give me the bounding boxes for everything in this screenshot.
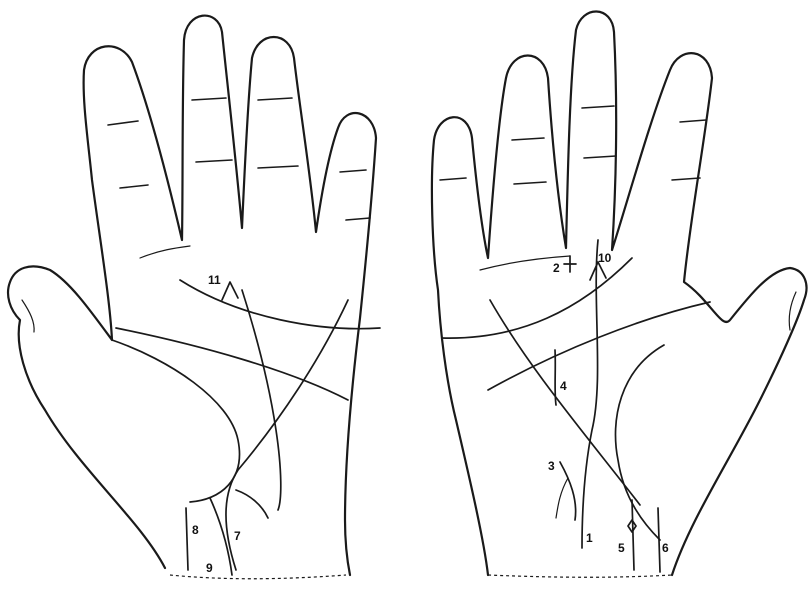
left-crease-ring-2 <box>258 166 298 168</box>
left-line-8 <box>186 508 188 570</box>
right-label-3: 3 <box>548 459 555 473</box>
right-crease-ring-1 <box>582 106 614 108</box>
left-crease-middle-2 <box>196 160 232 162</box>
right-life-line <box>615 345 664 540</box>
right-fate-line <box>582 240 598 548</box>
right-crease-index-1 <box>440 178 466 180</box>
right-label-5: 5 <box>618 541 625 555</box>
right-crease-middle-2 <box>514 182 546 184</box>
right-crease-little-2 <box>672 178 700 180</box>
right-head-line <box>488 302 710 390</box>
left-thumb-nail <box>22 300 34 332</box>
right-label-1: 1 <box>586 531 593 545</box>
left-label-8: 8 <box>192 523 199 537</box>
right-hand: 1 2 3 4 5 6 10 <box>432 11 807 577</box>
left-mark-11 <box>222 282 238 300</box>
right-hand-outline <box>432 11 807 575</box>
left-crease-middle-1 <box>192 98 226 100</box>
left-crease-little-1 <box>340 170 366 172</box>
right-crease-little-1 <box>680 120 706 122</box>
right-heart-line <box>442 258 632 338</box>
right-line-6 <box>658 508 660 572</box>
right-line-3b <box>556 478 568 518</box>
left-label-7: 7 <box>234 529 241 543</box>
left-wrist-crease <box>170 575 346 579</box>
right-line-4 <box>555 350 556 405</box>
left-label-9: 9 <box>206 561 213 575</box>
right-label-4: 4 <box>560 379 567 393</box>
left-crease-ring-1 <box>258 98 292 100</box>
right-crease-middle-1 <box>512 138 544 140</box>
left-fate-line <box>242 290 281 510</box>
left-crease-index-1 <box>108 121 138 125</box>
left-diagonal-line <box>226 300 348 570</box>
right-label-6: 6 <box>662 541 669 555</box>
left-heart-line <box>180 280 380 329</box>
left-crease-little-2 <box>346 218 370 220</box>
right-label-10: 10 <box>598 251 612 265</box>
left-life-line <box>112 340 239 502</box>
right-cross-mark <box>564 256 576 272</box>
right-label-2: 2 <box>553 261 560 275</box>
right-wrist-crease <box>488 575 672 577</box>
left-crease-index-2 <box>120 185 148 188</box>
left-crease-base <box>140 246 190 258</box>
left-hand: 7 8 9 11 <box>8 16 380 579</box>
left-branch-line <box>236 490 268 518</box>
right-crease-ring-2 <box>584 156 616 158</box>
right-line-5 <box>632 500 634 570</box>
left-label-11: 11 <box>208 273 221 287</box>
